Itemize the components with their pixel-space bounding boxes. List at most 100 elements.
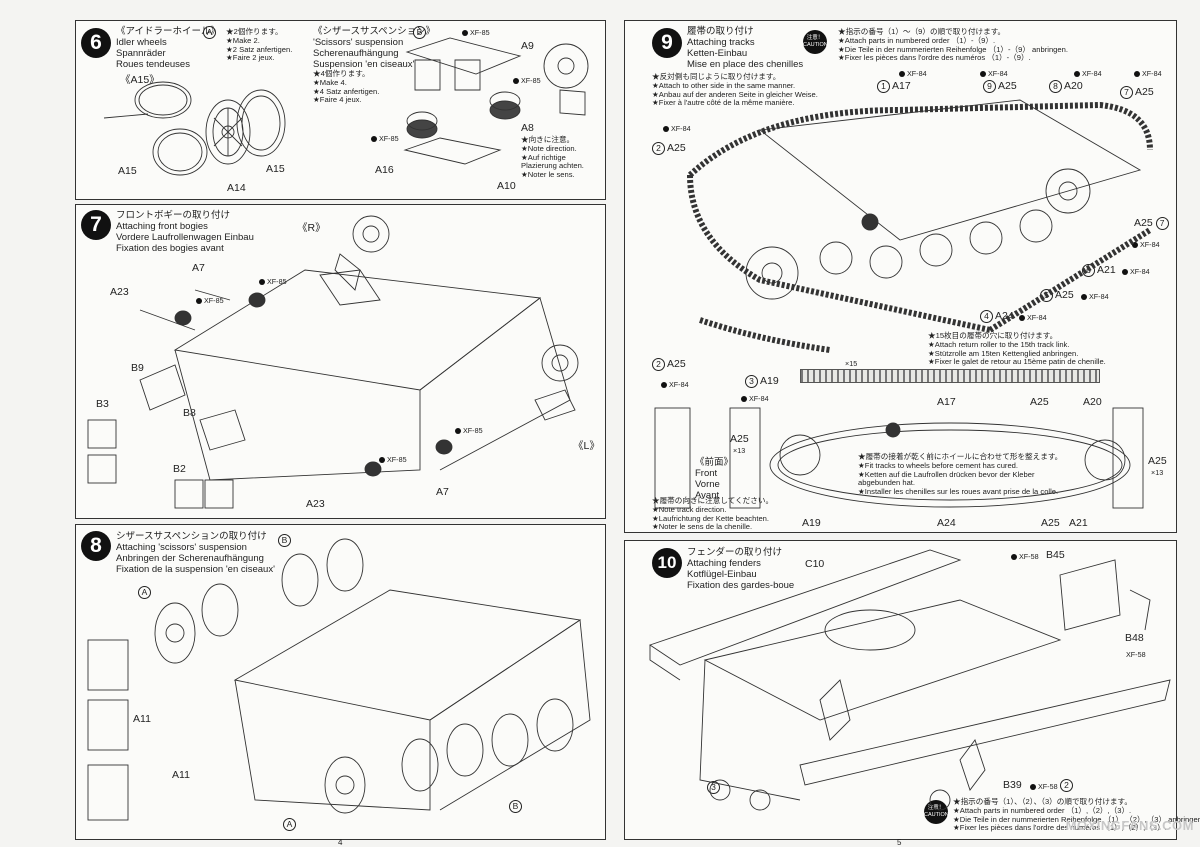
part-a7-top: A7 xyxy=(192,262,205,274)
part-l-label: 《L》 xyxy=(573,440,600,452)
paint-xf84-8: XF-84 xyxy=(1081,292,1109,301)
part-b45: B45 xyxy=(1046,549,1065,561)
part-b2: B2 xyxy=(173,463,186,475)
step6-make4-note: ★4個作ります。★Make 4. ★4 Satz anfertigen.★Fai… xyxy=(313,69,380,105)
part-a11-1: A11 xyxy=(133,713,151,725)
step6-scissor-titles: 《シザースサスペンション》'Scissors' suspension Scher… xyxy=(313,26,436,70)
part-a19-bottom: A19 xyxy=(802,517,821,529)
track-link-run xyxy=(800,369,1100,383)
step9-panel xyxy=(624,20,1177,533)
part-a24-bottom: A24 xyxy=(937,517,956,529)
callout-2-step10: 2 xyxy=(1060,779,1075,792)
paint-xf84-3: XF-84 xyxy=(1074,69,1102,78)
count-x13-left: ×13 xyxy=(733,446,746,455)
fender-install-drawing xyxy=(648,549,1171,811)
part-a25-side-left: A25 xyxy=(730,433,749,445)
part-a15-left: A15 xyxy=(118,165,137,177)
paint-xf84-9: XF-84 xyxy=(1019,313,1047,322)
part-b-bottom: B xyxy=(509,800,524,813)
page-number-left: 4 xyxy=(338,838,343,847)
part-a15-paren: 《A15》 xyxy=(120,74,160,86)
paint-xf84-4: XF-84 xyxy=(1134,69,1162,78)
step10-order-note: ★指示の番号（1）、（2）、（3）の順で取り付けます。★Attach parts… xyxy=(953,797,1200,833)
part-a14: A14 xyxy=(227,182,246,194)
page-number-right: 5 xyxy=(897,838,902,847)
step6-sub-b: B xyxy=(413,26,428,39)
step6-number: 6 xyxy=(81,28,111,58)
part-a21-bottom: A21 xyxy=(1069,517,1088,529)
paint-xf85-b: XF-85 xyxy=(513,76,541,85)
part-a23-bottom: A23 xyxy=(306,498,325,510)
step7-number: 7 xyxy=(81,210,111,240)
part-a15-right: A15 xyxy=(266,163,285,175)
part-a-bottom: A xyxy=(283,818,298,831)
paint-xf85-e: XF-85 xyxy=(196,296,224,305)
watermark-logo: MOXINGFANS.COM xyxy=(1065,818,1194,833)
step7-panel xyxy=(75,204,606,519)
part-r-label: 《R》 xyxy=(297,222,326,234)
part-a23-top: A23 xyxy=(110,286,129,298)
part-b3: B3 xyxy=(96,398,109,410)
paint-xf58-2: XF-58 xyxy=(1126,650,1146,659)
step9-return-roller-note: ★15枚目の履帯の穴に取り付けます。★Attach return roller … xyxy=(928,331,1106,367)
step6-sub-a: A xyxy=(203,26,218,39)
scissor-suspension-drawing xyxy=(403,37,589,165)
track-install-drawing xyxy=(654,99,1153,509)
step9-fit-tracks-note: ★履帯の接着が乾く前にホイールに合わせて形を整えます。★Fit tracks t… xyxy=(858,452,1063,497)
step9-order-note: ★指示の番号（1）〜（9）の順で取り付けます。★Attach parts in … xyxy=(838,27,1068,63)
paint-xf58-1: XF-58 xyxy=(1011,552,1039,561)
step9-number: 9 xyxy=(652,28,682,58)
step10-number: 10 xyxy=(652,548,682,578)
scissor-install-drawing xyxy=(87,538,591,821)
paint-xf84-6: XF-84 xyxy=(1132,240,1160,249)
paint-xf84-11: XF-84 xyxy=(741,394,769,403)
paint-xf85-a: XF-85 xyxy=(462,28,490,37)
idler-wheel-drawing xyxy=(103,81,286,176)
part-b39: B39 xyxy=(1003,779,1022,791)
paint-xf84-2: XF-84 xyxy=(980,69,1008,78)
part-b48: B48 xyxy=(1125,632,1144,644)
step8-number: 8 xyxy=(81,531,111,561)
part-a7-bottom: A7 xyxy=(436,486,449,498)
part-a16: A16 xyxy=(375,164,394,176)
paint-xf85-f: XF-85 xyxy=(455,426,483,435)
paint-xf84-7: XF-84 xyxy=(1122,267,1150,276)
part-a25-bottom: A25 xyxy=(1041,517,1060,529)
paint-xf85-g: XF-85 xyxy=(379,455,407,464)
paint-xf84-5: XF-84 xyxy=(663,124,691,133)
part-c10: C10 xyxy=(805,558,825,570)
part-a20-run: A20 xyxy=(1083,396,1102,408)
paint-xf84-10: XF-84 xyxy=(661,380,689,389)
step9-other-side-note: ★反対側も同じように取り付けます。★Attach to other side i… xyxy=(652,72,818,108)
callout-a25-7-right: A25 7 xyxy=(1134,217,1171,230)
part-a8: A8 xyxy=(521,122,534,134)
track-count-x15: ×15 xyxy=(845,359,858,368)
paint-xf58-3: XF-58 xyxy=(1030,782,1058,791)
part-b9: B9 xyxy=(131,362,144,374)
part-a17-run: A17 xyxy=(937,396,956,408)
step6-make2-note: ★2個作ります。★Make 2. ★2 Satz anfertigen.★Fai… xyxy=(226,27,293,63)
step9-track-direction-note: ★履帯の向きに注意してください。★Note track direction. ★… xyxy=(652,496,774,532)
step8-panel xyxy=(75,524,606,840)
count-x13-right: ×13 xyxy=(1151,468,1164,477)
part-a11-2: A11 xyxy=(172,769,190,781)
front-bogie-drawing xyxy=(87,215,579,509)
paint-xf85-d: XF-85 xyxy=(259,277,287,286)
part-a9: A9 xyxy=(521,40,534,52)
caution-badge-step9: 注意！ CAUTION xyxy=(803,30,828,54)
